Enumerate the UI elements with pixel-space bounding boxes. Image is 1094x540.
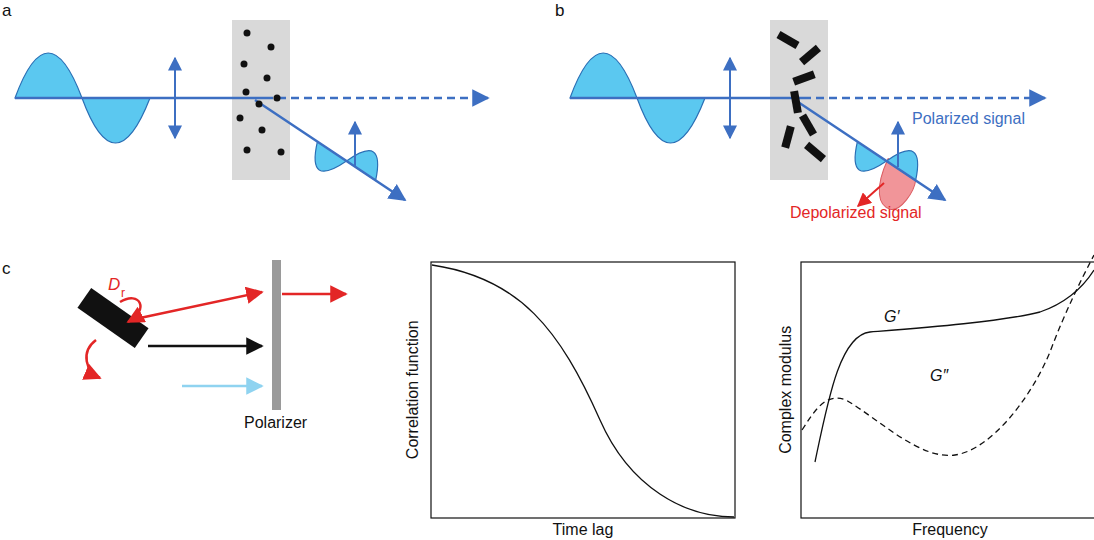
- curve-label: G″: [930, 367, 948, 385]
- subscript: r: [121, 287, 125, 300]
- polarizer-label: Polarizer: [244, 414, 307, 432]
- panel-a-illustration: [15, 20, 488, 200]
- panel-letter: b: [555, 2, 564, 21]
- panel-letter: a: [2, 2, 11, 21]
- signal-label: Depolarized signal: [790, 204, 922, 222]
- panel-c-illustration: [77, 255, 1094, 518]
- rotational-diffusion-symbol: D: [108, 276, 120, 295]
- signal-label: Polarized signal: [912, 110, 1025, 128]
- axis-label: Time lag: [553, 521, 614, 539]
- axis-label: Complex modulus: [777, 326, 795, 454]
- panel-b-illustration: [570, 20, 1045, 215]
- axis-label: Correlation function: [403, 321, 421, 460]
- axis-label: Frequency: [912, 521, 988, 539]
- curve-label: G′: [884, 308, 899, 326]
- panel-letter: c: [2, 260, 11, 279]
